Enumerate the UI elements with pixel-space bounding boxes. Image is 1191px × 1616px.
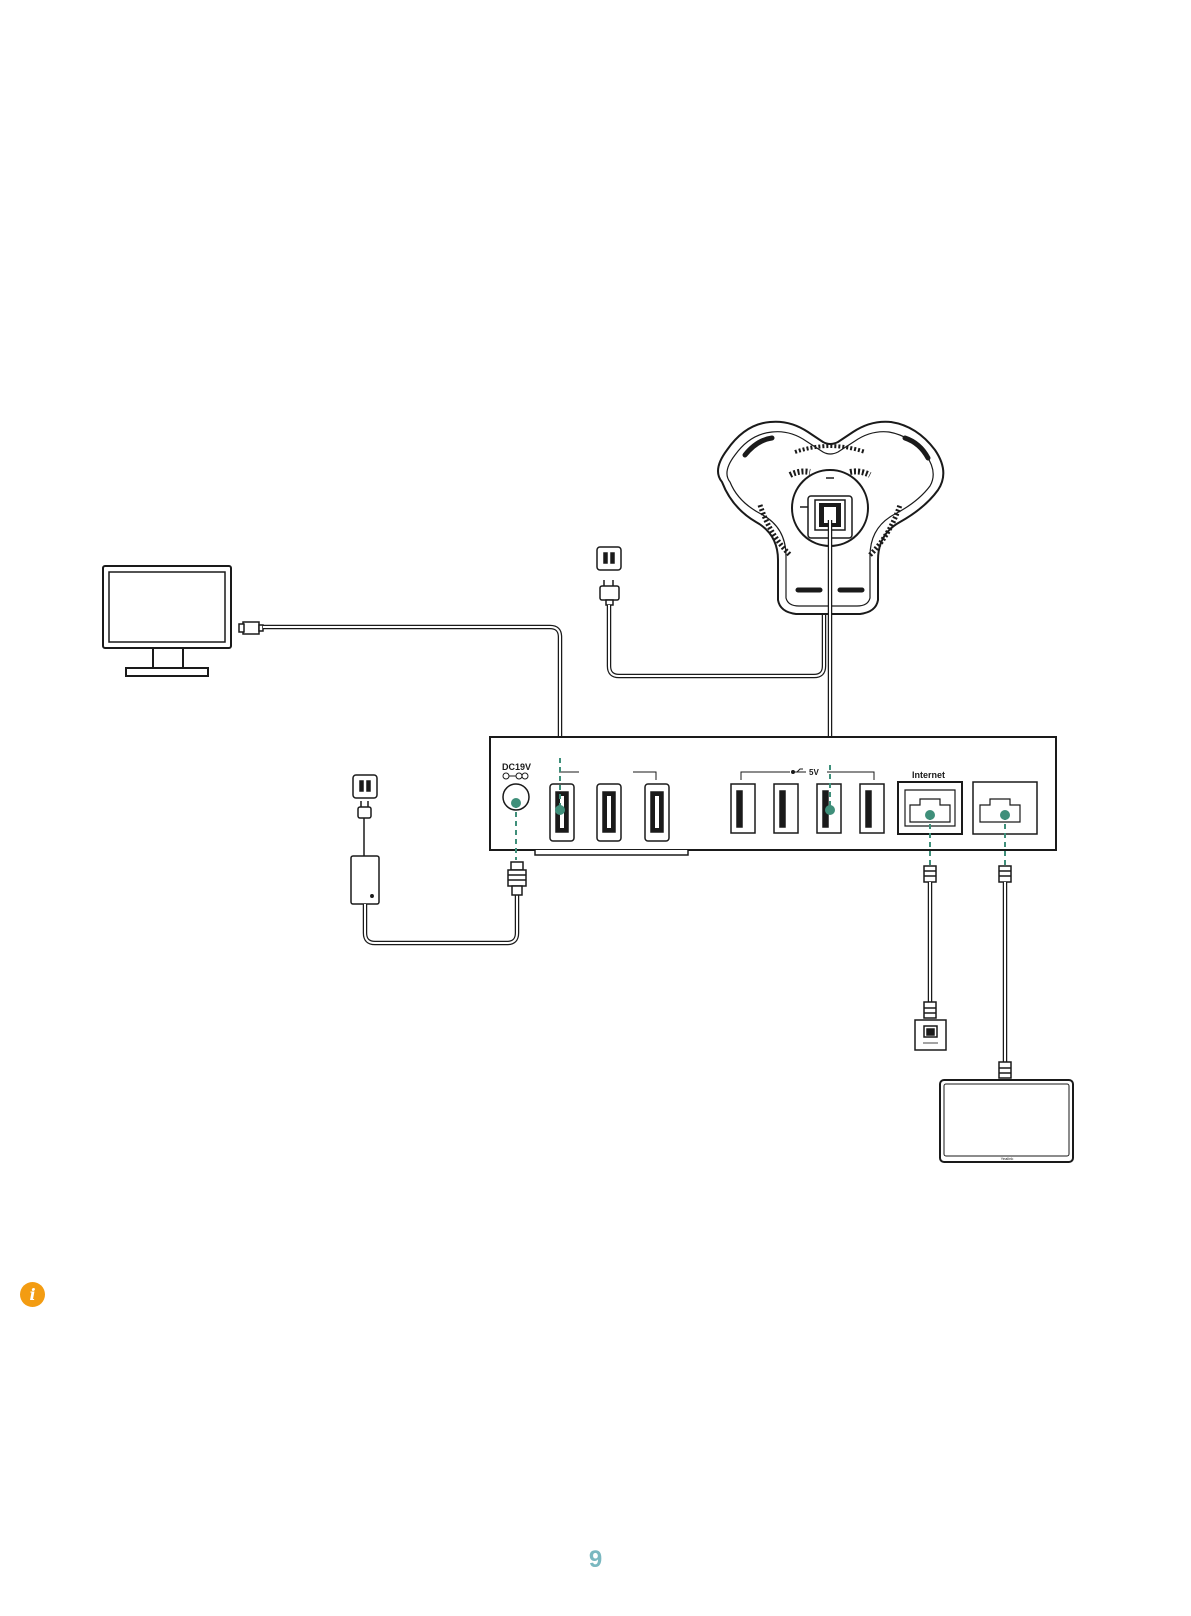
power-outlet-top bbox=[597, 547, 621, 570]
touch-panel bbox=[940, 1080, 1073, 1162]
network-wall-jack bbox=[915, 1020, 946, 1050]
rj45-plug-internet-bottom bbox=[924, 1002, 936, 1018]
hdmi-port-2[interactable] bbox=[597, 784, 621, 841]
power-plug-top bbox=[600, 580, 619, 605]
power-outlet-left bbox=[353, 775, 377, 798]
internet-port-label: Internet bbox=[912, 770, 945, 780]
usb-voltage-label: 5V bbox=[809, 768, 819, 777]
usb-port-2[interactable] bbox=[774, 784, 798, 833]
power-plug-left bbox=[358, 801, 371, 856]
info-icon: i bbox=[20, 1282, 45, 1307]
rj45-plug-panel-top bbox=[999, 866, 1011, 882]
power-adapter-cable bbox=[365, 895, 517, 943]
page-number: 9 bbox=[0, 1546, 1191, 1574]
touch-panel-brand: Yealink bbox=[1001, 1156, 1014, 1161]
hdmi-connector-display bbox=[239, 622, 263, 634]
usb-port-4[interactable] bbox=[860, 784, 884, 833]
hdmi-port-3[interactable] bbox=[645, 784, 669, 841]
hdmi-cable bbox=[263, 627, 560, 740]
dc-barrel-plug bbox=[508, 862, 526, 895]
usb-port-1[interactable] bbox=[731, 784, 755, 833]
rj45-plug-internet-top bbox=[924, 866, 936, 882]
power-adapter-brick bbox=[351, 856, 379, 904]
rj45-plug-panel-bottom bbox=[999, 1062, 1011, 1078]
dc-port-label: DC19V bbox=[502, 762, 531, 772]
display-monitor bbox=[103, 566, 231, 676]
mini-pc-box bbox=[490, 737, 1056, 855]
